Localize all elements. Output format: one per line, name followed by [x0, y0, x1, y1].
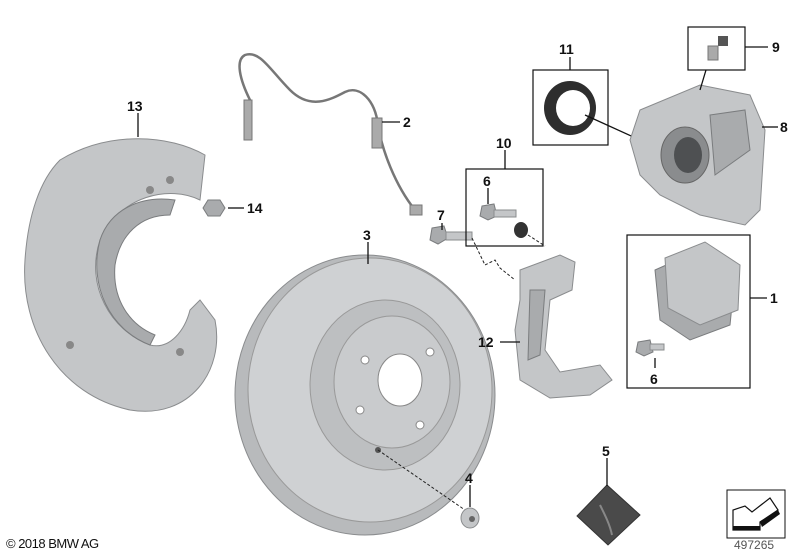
callout-10[interactable]: 10 [496, 135, 512, 151]
assembly-line-4 [377, 449, 466, 511]
callout-11[interactable]: 11 [559, 41, 574, 57]
kit-box-9 [687, 26, 746, 71]
callout-6-b[interactable]: 6 [650, 371, 658, 387]
callout-8[interactable]: 8 [780, 119, 788, 135]
callout-13[interactable]: 13 [127, 98, 143, 114]
callout-5[interactable]: 5 [602, 443, 610, 459]
part-2-brake-wear-sensor[interactable] [238, 52, 423, 216]
callout-6-a[interactable]: 6 [483, 173, 491, 189]
part-6-guide-bolt[interactable] [479, 203, 528, 238]
callout-7[interactable]: 7 [437, 207, 445, 223]
assembly-line-7 [471, 237, 516, 281]
leader-9-part [699, 69, 707, 91]
kit-box-10 [465, 168, 544, 247]
callout-9[interactable]: 9 [772, 39, 780, 55]
assembly-line-10 [527, 234, 546, 247]
leader-11-part [584, 114, 641, 141]
part-14-nut[interactable] [202, 199, 226, 217]
part-13-brake-dust-shield[interactable] [24, 138, 218, 412]
callout-12[interactable]: 12 [478, 334, 494, 350]
part-12-caliper-carrier[interactable] [514, 254, 613, 399]
part-9-bleeder-valve[interactable] [707, 36, 728, 61]
arrow-down-left-icon[interactable] [726, 489, 786, 539]
callout-14[interactable]: 14 [247, 200, 263, 216]
part-5-grease-packet[interactable] [576, 484, 641, 546]
part-1-brake-pads[interactable] [654, 241, 741, 341]
copyright-text: © 2018 BMW AG [6, 536, 99, 551]
part-4-screw[interactable] [460, 507, 480, 529]
callout-4[interactable]: 4 [465, 470, 473, 486]
part-3-brake-disc[interactable] [234, 254, 496, 536]
callout-1[interactable]: 1 [770, 290, 778, 306]
callout-2[interactable]: 2 [403, 114, 411, 130]
diagram-number: 497265 [734, 538, 775, 552]
part-6-bolt[interactable] [635, 339, 665, 357]
part-11-seal[interactable] [544, 81, 596, 135]
part-8-brake-caliper[interactable] [629, 84, 766, 226]
callout-3[interactable]: 3 [363, 227, 371, 243]
kit-box-1 [626, 234, 751, 389]
